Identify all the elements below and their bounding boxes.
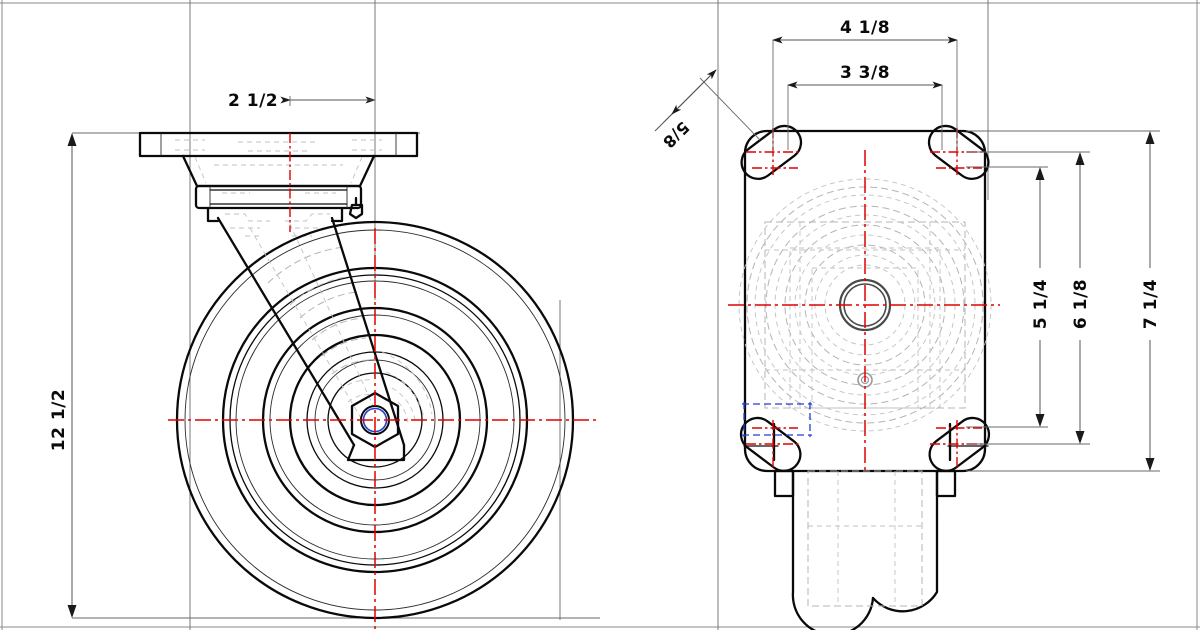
bolt-slot-top-left	[740, 124, 803, 180]
side-swivel-sweep-arcs	[267, 246, 433, 425]
dim-label-bolt-x-inner: 3 3/8	[840, 63, 890, 83]
dim-slot-width-5-8: 5/8	[654, 69, 761, 152]
top-fork-below	[773, 469, 957, 630]
dim-label-wheel-dia: 12 1/2	[49, 389, 69, 451]
dim-label-plate-length: 7 1/4	[1141, 279, 1161, 329]
side-swivel-cone	[181, 154, 376, 188]
dim-offset-2-1-2: 2 1/2	[228, 91, 376, 111]
dim-bolt-x-outer-4-1-8: 4 1/8	[772, 17, 958, 152]
dim-bolt-x-inner-3-3-8: 3 3/8	[787, 62, 943, 150]
side-grease-zerk	[348, 196, 364, 220]
view-side-elevation: 2 1/2 12 1/2	[49, 0, 600, 630]
dim-bolt-y-outer-6-1-8: 6 1/8	[966, 151, 1091, 445]
dim-label-bolt-x-outer: 4 1/8	[840, 18, 890, 38]
dim-label-slot-width: 5/8	[659, 118, 693, 152]
side-swivel-race	[194, 184, 363, 210]
bolt-slot-top-right	[927, 124, 990, 180]
side-swivel-tabs	[206, 206, 344, 223]
top-centerlines	[728, 150, 1000, 470]
side-centerlines	[168, 133, 600, 630]
top-hidden-blue-detail	[742, 402, 812, 437]
side-top-plate	[138, 131, 419, 158]
dim-bolt-y-inner-5-1-4: 5 1/4	[966, 166, 1051, 428]
bolt-slot-bottom-right	[928, 416, 991, 472]
dim-label-bolt-y-inner: 5 1/4	[1031, 279, 1051, 329]
dim-label-offset: 2 1/2	[228, 91, 278, 111]
view-top-plan: 4 1/8 3 3/8 5/8 5 1/4	[654, 0, 1161, 630]
dim-plate-length-7-1-4: 7 1/4	[966, 130, 1161, 472]
dim-wheel-dia-12-1-2: 12 1/2	[49, 133, 77, 618]
side-fork-legs	[216, 216, 406, 462]
dim-label-bolt-y-outer: 6 1/8	[1071, 279, 1091, 329]
